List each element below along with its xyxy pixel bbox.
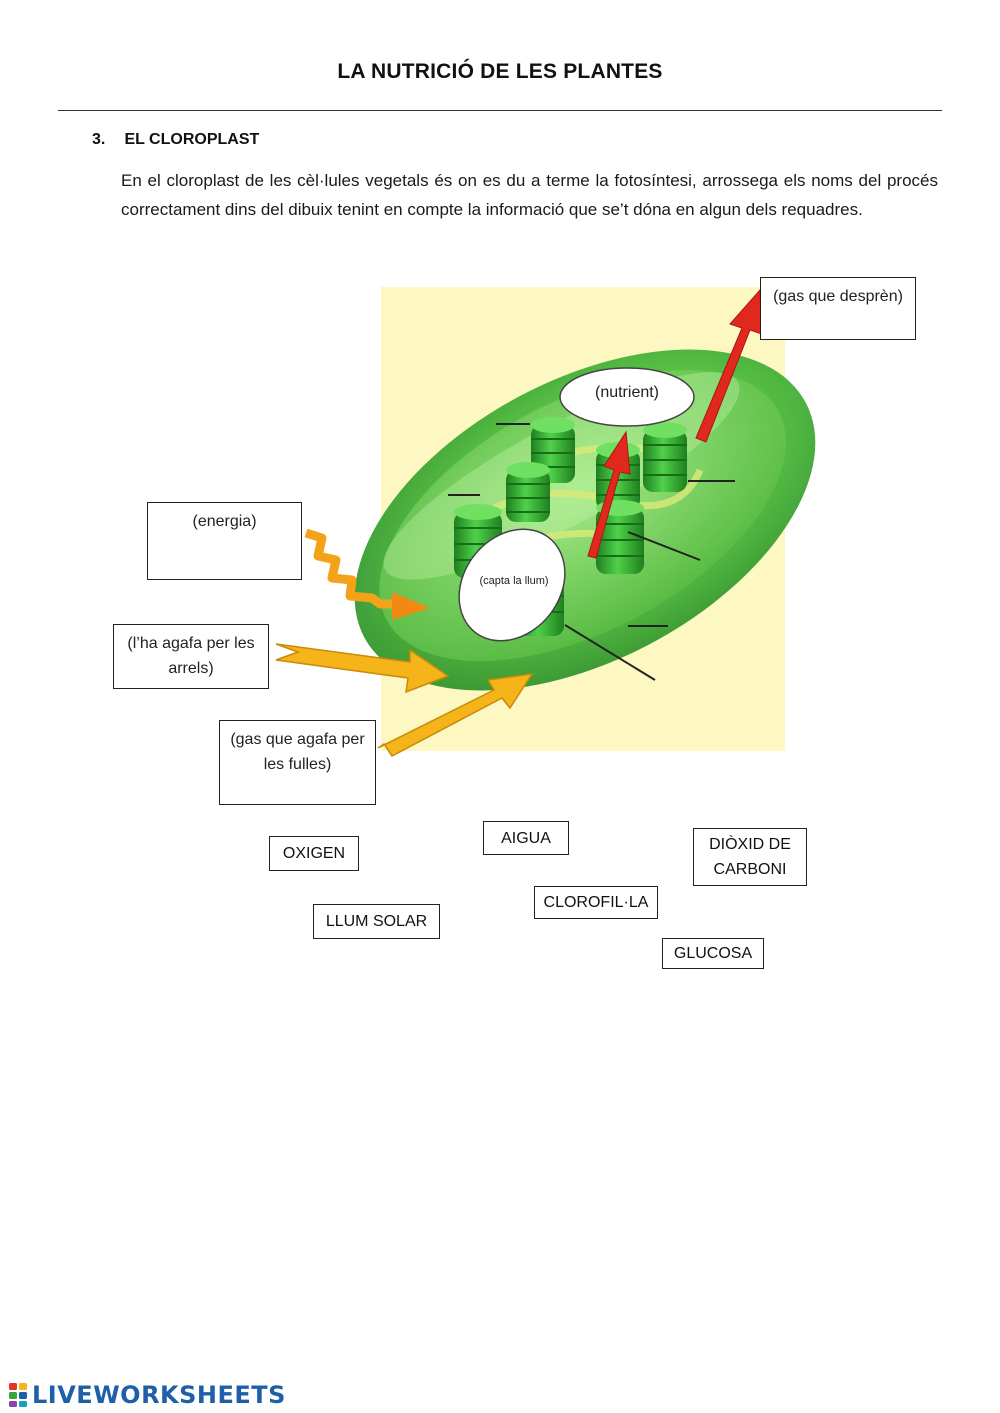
nutrient-label: (nutrient) bbox=[560, 384, 694, 402]
title-divider bbox=[58, 110, 942, 111]
drop-box-energy[interactable]: (energia) bbox=[147, 502, 302, 580]
liveworksheets-logo-icon bbox=[8, 1382, 28, 1408]
word-chip-dioxid-de-carboni[interactable]: DIÒXID DE CARBONI bbox=[693, 828, 807, 886]
word-chip-aigua[interactable]: AIGUA bbox=[483, 821, 569, 855]
diagram-background bbox=[381, 287, 785, 751]
label-lines bbox=[448, 424, 735, 680]
word-chip-clorofila[interactable]: CLOROFIL·LA bbox=[534, 886, 658, 919]
energy-hint: (energia) bbox=[192, 509, 256, 534]
section-heading: 3. EL CLOROPLAST bbox=[92, 131, 259, 149]
capta-llum-label: (capta la llum) bbox=[466, 575, 562, 587]
co2-in-arrow bbox=[378, 674, 532, 756]
page-title: LA NUTRICIÓ DE LES PLANTES bbox=[0, 60, 1000, 84]
light-wave-arrow bbox=[306, 533, 430, 620]
footer-brand-text: LIVEWORKSHEETS bbox=[32, 1381, 286, 1409]
gas-released-hint: (gas que desprèn) bbox=[773, 284, 903, 309]
stroma-lamellae bbox=[470, 448, 700, 561]
grana-stacks bbox=[454, 417, 687, 636]
word-chip-glucosa[interactable]: GLUCOSA bbox=[662, 938, 764, 969]
roots-hint: (l’ha agafa per les arrels) bbox=[114, 631, 268, 681]
section-title: EL CLOROPLAST bbox=[124, 131, 259, 148]
word-chip-llum-solar[interactable]: LLUM SOLAR bbox=[313, 904, 440, 939]
word-chip-oxigen[interactable]: OXIGEN bbox=[269, 836, 359, 871]
drop-box-gas-released[interactable]: (gas que desprèn) bbox=[760, 277, 916, 340]
instructions-paragraph: En el cloroplast de les cèl·lules vegeta… bbox=[121, 166, 938, 224]
section-number: 3. bbox=[92, 131, 120, 149]
drop-box-gas-leaves[interactable]: (gas que agafa per les fulles) bbox=[219, 720, 376, 805]
footer-brand[interactable]: LIVEWORKSHEETS bbox=[8, 1381, 286, 1409]
glucose-out-arrow bbox=[588, 432, 630, 558]
gas-leaves-hint: (gas que agafa per les fulles) bbox=[220, 727, 375, 777]
water-in-arrow bbox=[276, 644, 448, 692]
drop-box-roots[interactable]: (l’ha agafa per les arrels) bbox=[113, 624, 269, 689]
chloroplast-body bbox=[299, 279, 872, 761]
oxygen-out-arrow bbox=[696, 290, 762, 442]
